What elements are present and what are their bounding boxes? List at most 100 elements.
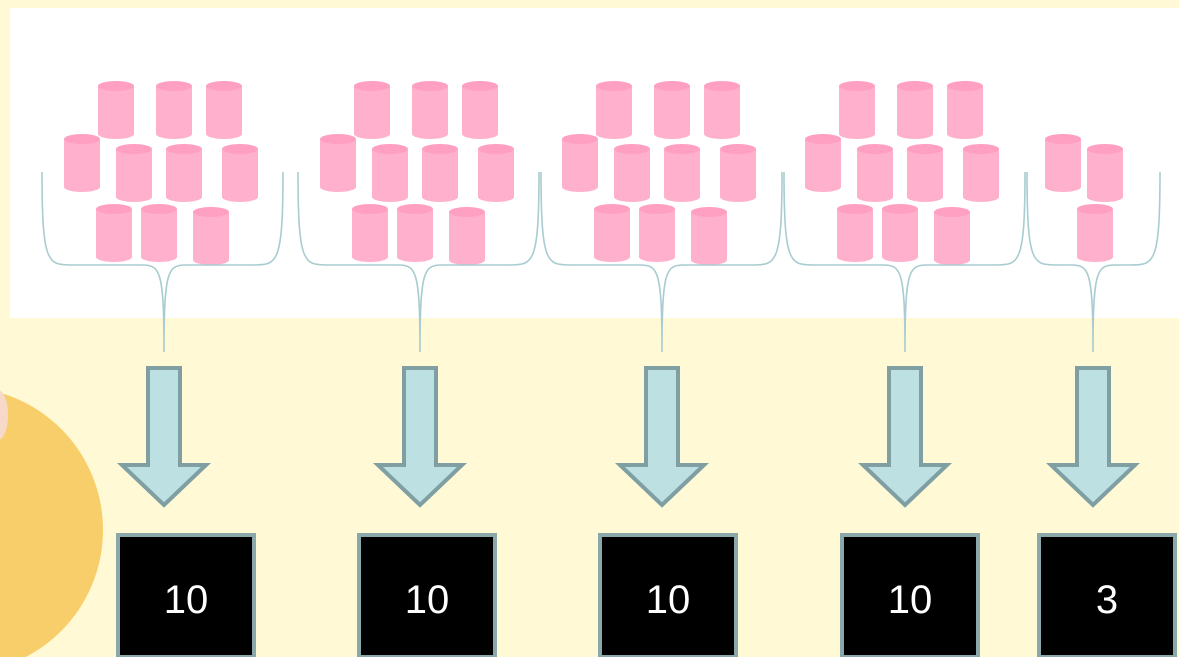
cylinder <box>412 81 448 139</box>
cylinder-top <box>664 144 700 154</box>
cylinder <box>562 134 598 192</box>
cylinder <box>1087 144 1123 202</box>
cylinder-top <box>412 81 448 91</box>
cylinder-top <box>839 81 875 91</box>
cylinder-top <box>141 204 177 214</box>
cylinder <box>897 81 933 139</box>
cylinder-top <box>562 134 598 144</box>
cylinder-body <box>96 209 132 257</box>
cylinder-top <box>1077 204 1113 214</box>
cylinder-body <box>449 212 485 260</box>
cylinder-base <box>96 252 132 262</box>
group-brace <box>1026 171 1161 353</box>
cylinder-base <box>478 192 514 202</box>
cylinder-base <box>654 129 690 139</box>
cylinder <box>354 81 390 139</box>
cylinder-base <box>354 129 390 139</box>
cylinder <box>206 81 242 139</box>
count-label: 10 <box>164 578 209 622</box>
cylinder-base <box>704 129 740 139</box>
cylinder-body <box>947 86 983 134</box>
cylinder-top <box>947 81 983 91</box>
cylinder-base <box>166 192 202 202</box>
cylinder-body <box>372 149 408 197</box>
side-circle-inner <box>0 390 8 440</box>
cylinder <box>478 144 514 202</box>
cylinder-top <box>805 134 841 144</box>
count-box <box>598 533 738 657</box>
cylinder-body <box>64 139 100 187</box>
cylinder-base <box>1077 252 1113 262</box>
cylinder-body <box>654 86 690 134</box>
cylinder-body <box>934 212 970 260</box>
cylinder-body <box>166 149 202 197</box>
cylinder-base <box>64 182 100 192</box>
cylinder <box>963 144 999 202</box>
cylinder-top <box>654 81 690 91</box>
cylinder <box>704 81 740 139</box>
cylinder-body <box>614 149 650 197</box>
cylinder-body <box>422 149 458 197</box>
cylinder <box>934 207 970 265</box>
cylinder-base <box>449 255 485 265</box>
cylinder-body <box>704 86 740 134</box>
cylinder-body <box>805 139 841 187</box>
cylinder <box>422 144 458 202</box>
cylinder <box>837 204 873 262</box>
cylinder-base <box>720 192 756 202</box>
count-label: 3 <box>1096 578 1118 622</box>
group-2: 10 <box>297 81 540 657</box>
cylinder-body <box>98 86 134 134</box>
cylinder-top <box>1087 144 1123 154</box>
cylinder-body <box>352 209 388 257</box>
cylinder-body <box>720 149 756 197</box>
cylinder-base <box>422 192 458 202</box>
group-4: 10 <box>783 81 1026 657</box>
cylinder <box>1045 134 1081 192</box>
down-arrow-icon <box>858 366 952 508</box>
cylinder <box>156 81 192 139</box>
cylinder-base <box>98 129 134 139</box>
cylinder-base <box>1087 192 1123 202</box>
cylinder <box>449 207 485 265</box>
cylinder <box>116 144 152 202</box>
down-arrow-icon <box>1046 366 1140 508</box>
count-label: 10 <box>646 578 691 622</box>
count-label: 10 <box>888 578 933 622</box>
cylinder <box>64 134 100 192</box>
cylinder-body <box>664 149 700 197</box>
cylinder <box>594 204 630 262</box>
cylinder <box>397 204 433 262</box>
cylinder-top <box>98 81 134 91</box>
cylinder-body <box>596 86 632 134</box>
cylinder <box>639 204 675 262</box>
cylinder-body <box>963 149 999 197</box>
cylinder-body <box>1077 209 1113 257</box>
cylinder-body <box>857 149 893 197</box>
cylinder-top <box>206 81 242 91</box>
cylinder-top <box>352 204 388 214</box>
cylinder <box>947 81 983 139</box>
cylinder <box>1077 204 1113 262</box>
cylinder <box>166 144 202 202</box>
cylinder-base <box>352 252 388 262</box>
cylinder-base <box>882 252 918 262</box>
cylinder-body <box>462 86 498 134</box>
cylinder-top <box>166 144 202 154</box>
cylinder <box>222 144 258 202</box>
cylinder-top <box>963 144 999 154</box>
cylinder-top <box>720 144 756 154</box>
cylinder-body <box>907 149 943 197</box>
cylinder-top <box>907 144 943 154</box>
cylinder-base <box>934 255 970 265</box>
cylinder-body <box>354 86 390 134</box>
cylinder-base <box>963 192 999 202</box>
cylinder-base <box>691 255 727 265</box>
down-arrow-icon <box>373 366 467 508</box>
cylinder-top <box>156 81 192 91</box>
cylinder-top <box>594 204 630 214</box>
cylinder <box>805 134 841 192</box>
down-arrow-icon <box>615 366 709 508</box>
cylinder <box>907 144 943 202</box>
